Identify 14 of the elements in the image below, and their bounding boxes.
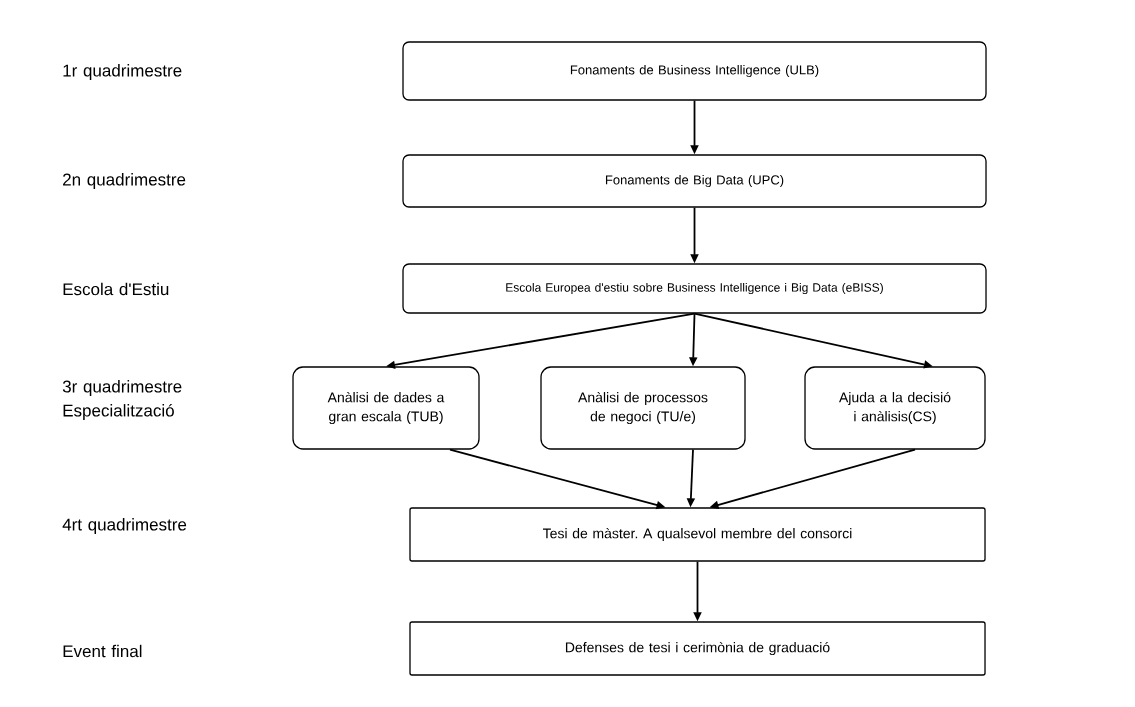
process-box: Defenses de tesi i cerimònia de graduació	[409, 621, 986, 676]
process-box: Fonaments de Business Intelligence (ULB)	[402, 41, 987, 101]
process-box: Anàlisi de dades a gran escala (TUB)	[292, 366, 480, 450]
process-box: Anàlisi de processos de negoci (TU/e)	[540, 366, 746, 450]
row-label: Escola d'Estiu	[63, 282, 169, 296]
process-box: Ajuda a la decisió i anàlisis(CS)	[804, 366, 986, 450]
process-box: Escola Europea d'estiu sobre Business Intelligence i Big Data (eBISS)	[402, 263, 987, 314]
process-box: Fonaments de Big Data (UPC)	[402, 154, 987, 208]
row-label: 4rt quadrimestre	[62, 518, 187, 534]
process-box: Tesi de màster. A qualsevol membre del consorci	[409, 507, 986, 562]
row-label: 2n quadrimestre	[63, 173, 186, 189]
row-label: Event final	[63, 644, 142, 658]
row-label: 3r quadrimestre Especialització	[62, 380, 182, 420]
row-label: 1r quadrimestre	[63, 64, 182, 80]
